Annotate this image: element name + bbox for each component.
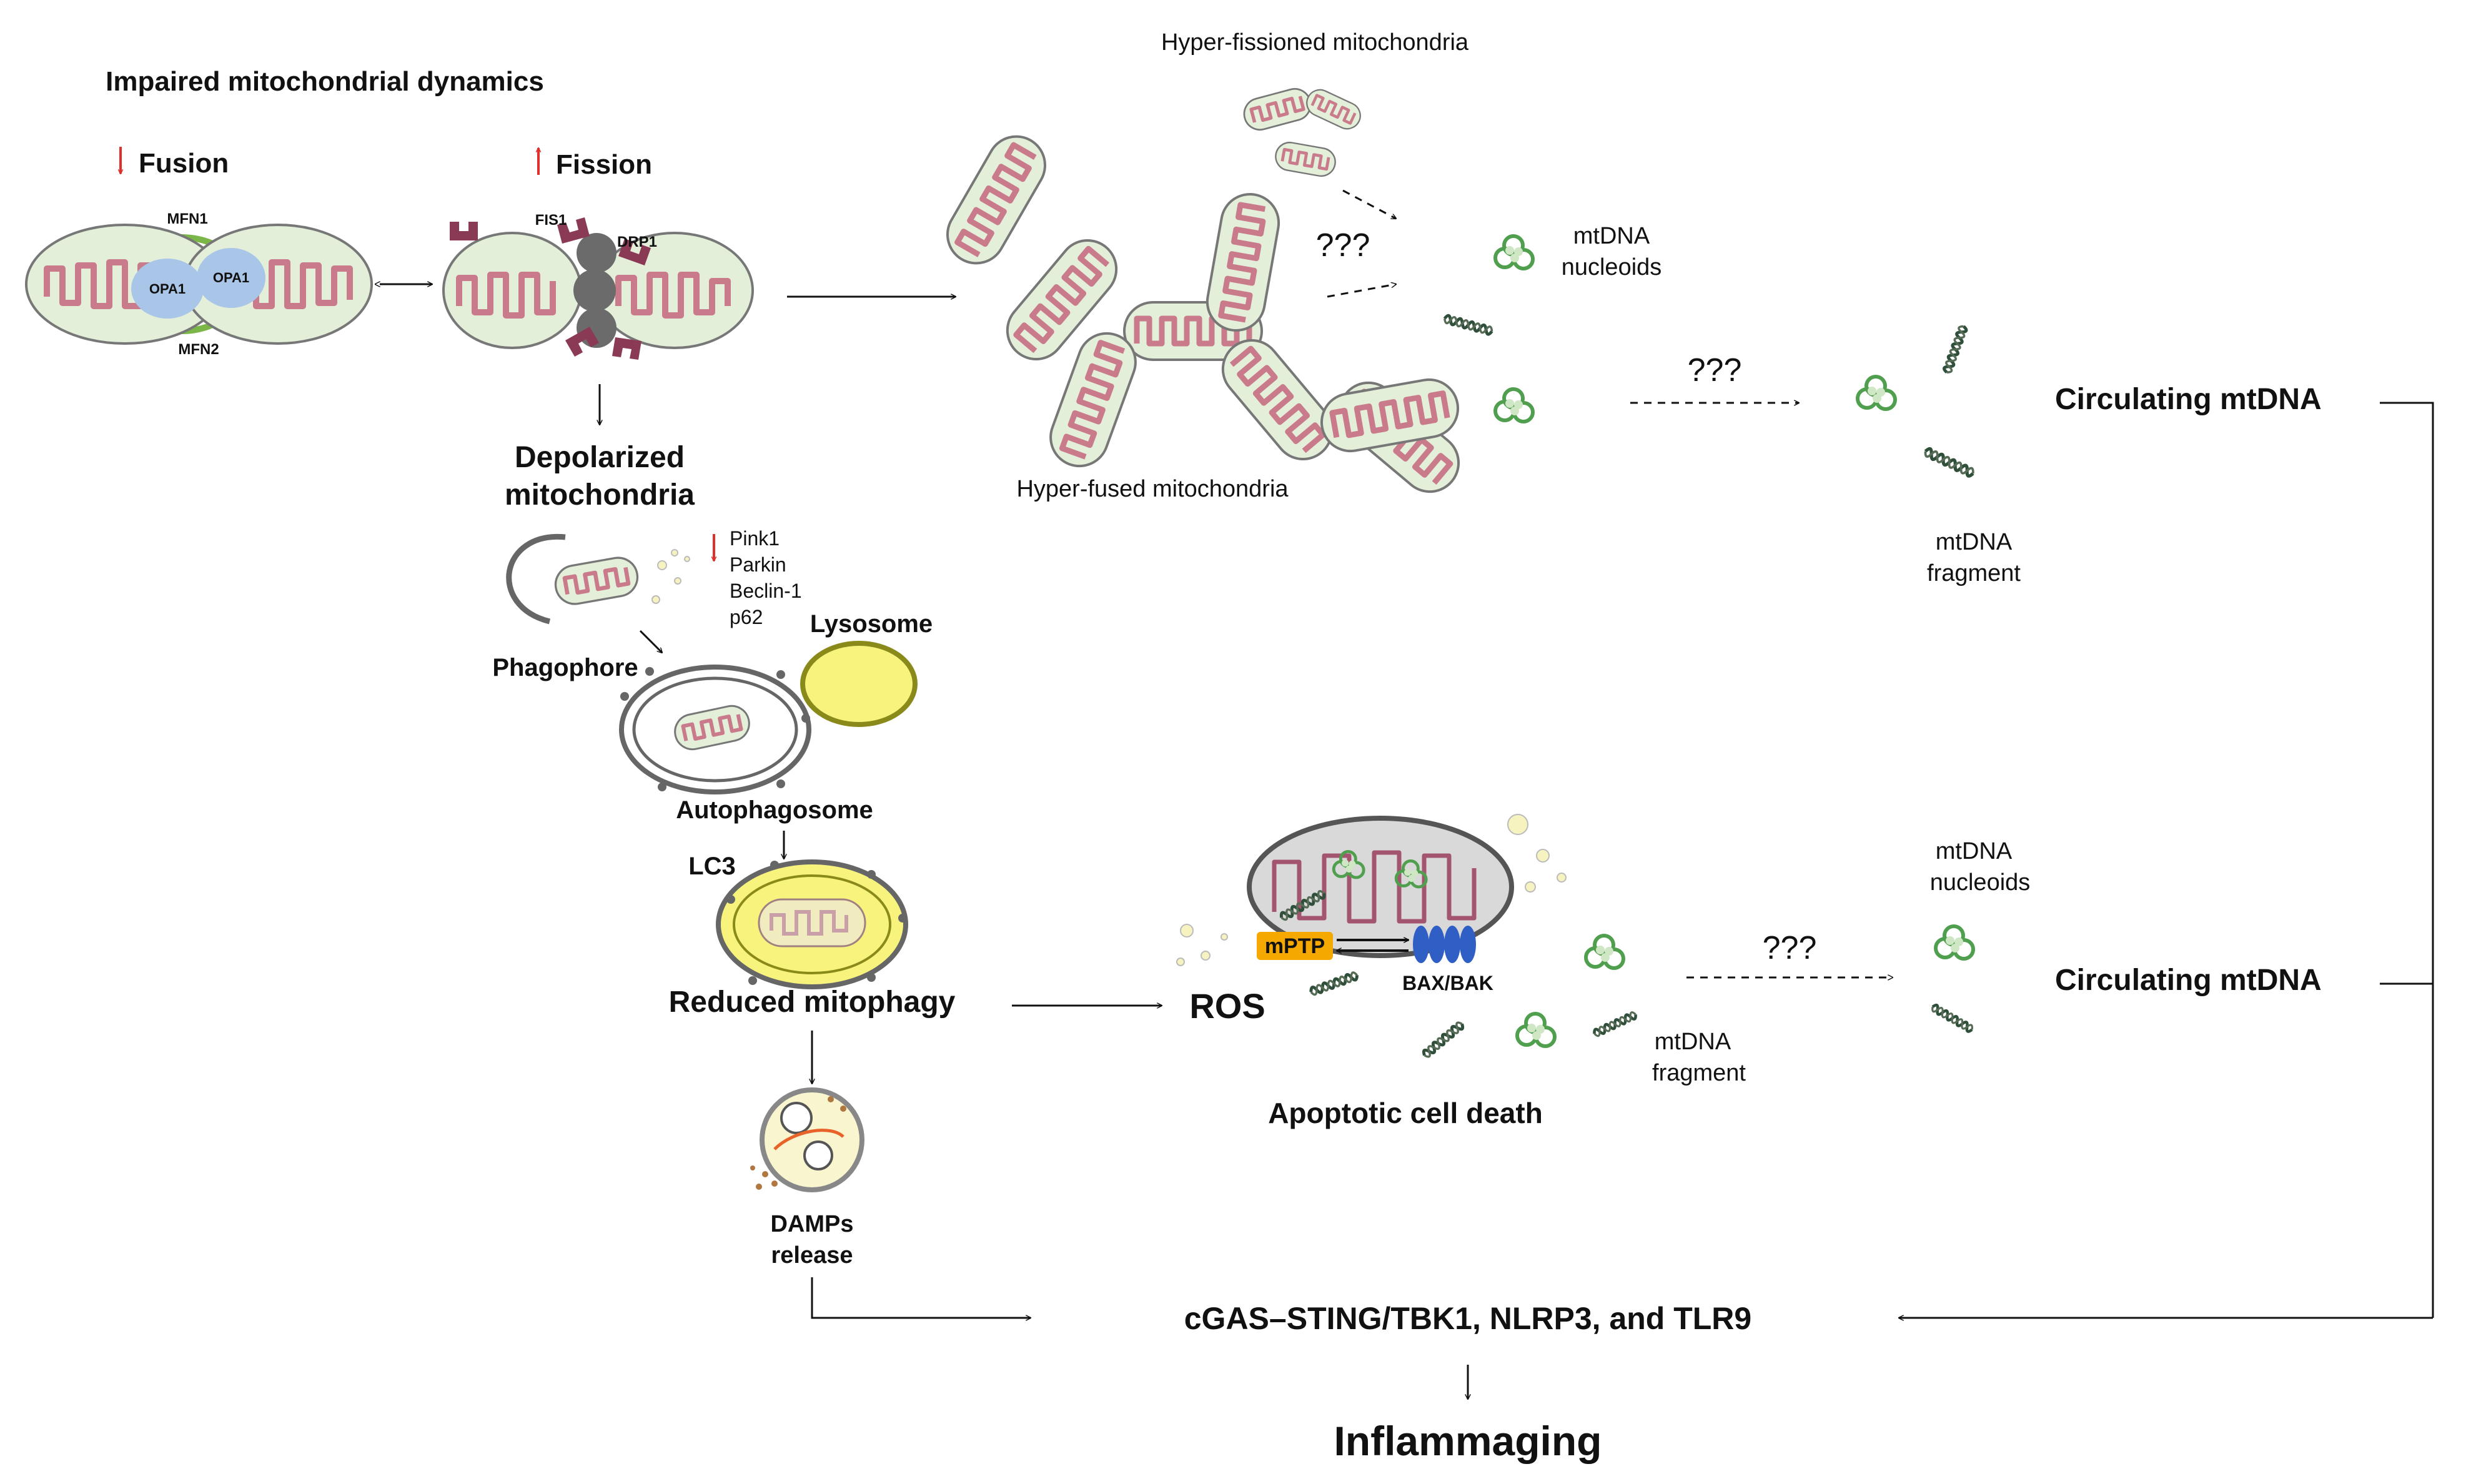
depolarized-label-2: mitochondria bbox=[505, 478, 695, 512]
mtdna-fragment-apoptosis-3 bbox=[1593, 1011, 1637, 1037]
lysosome-label: Lysosome bbox=[810, 610, 933, 638]
fissioning-mitochondrion-illustration bbox=[442, 217, 754, 360]
mtdna-nucleoids-label-2a: mtDNA bbox=[1936, 838, 2013, 864]
hyper-fused-label: Hyper-fused mitochondria bbox=[1016, 476, 1289, 502]
apoptotic-cell-death-label: Apoptotic cell death bbox=[1268, 1097, 1543, 1129]
pink1-label: Pink1 bbox=[730, 527, 780, 550]
inflammaging-label: Inflammaging bbox=[1334, 1418, 1602, 1464]
beclin1-label: Beclin-1 bbox=[730, 580, 802, 602]
mptp-channel bbox=[1257, 932, 1333, 960]
arrow-damps-to-pathways bbox=[811, 1277, 1031, 1318]
fis1-receptor-4 bbox=[565, 327, 599, 357]
phagophore-label: Phagophore bbox=[492, 654, 638, 681]
mtdna-fragment-label-2b: fragment bbox=[1652, 1060, 1746, 1086]
mtdna-nucleoid-1 bbox=[1495, 236, 1533, 269]
hyper-fused-mitochondria-illustration bbox=[937, 126, 1470, 503]
fission-left-half bbox=[442, 232, 582, 349]
lysosome-illustration bbox=[800, 641, 918, 727]
damps-label-1: DAMPs bbox=[770, 1211, 853, 1237]
mtdna-fragment-label-1a: mtDNA bbox=[1936, 529, 2013, 555]
p62-label: p62 bbox=[730, 606, 763, 628]
mtdna-nucleoids-label-1a: mtDNA bbox=[1573, 223, 1650, 249]
hyper-fissioned-label: Hyper-fissioned mitochondria bbox=[1161, 29, 1469, 56]
fusing-mitochondria-illustration bbox=[25, 224, 373, 345]
mtdna-nucleoid-circulating-2 bbox=[1936, 926, 1973, 959]
mtdna-fragment-3 bbox=[1924, 447, 1975, 477]
ros-label: ROS bbox=[1189, 986, 1265, 1026]
opa1-label-left: OPA1 bbox=[149, 281, 186, 297]
bax-bak-pore bbox=[1413, 926, 1476, 963]
depolarized-label-1: Depolarized bbox=[515, 441, 685, 474]
mtdna-fragment-2 bbox=[1943, 325, 1968, 373]
mtdna-nucleoids-label-1b: nucleoids bbox=[1562, 254, 1662, 280]
lc3-label: LC3 bbox=[688, 853, 736, 880]
damps-release-illustration bbox=[750, 1087, 864, 1192]
autolysosome-illustration bbox=[716, 859, 908, 989]
damps-label-2: release bbox=[771, 1242, 853, 1269]
mfn2-label: MFN2 bbox=[178, 341, 219, 358]
unknown-mechanism-label-3: ??? bbox=[1763, 930, 1817, 966]
drp1-label: DRP1 bbox=[617, 234, 657, 250]
autophagosome-illustration bbox=[619, 665, 811, 794]
opa1-protein-left bbox=[131, 259, 204, 319]
bax-bak-label: BAX/BAK bbox=[1402, 972, 1493, 994]
mptp-label: mPTP bbox=[1265, 934, 1325, 958]
phagophore-membrane bbox=[506, 533, 566, 625]
mfn1-label: MFN1 bbox=[167, 210, 207, 227]
reduced-mitophagy-label: Reduced mitophagy bbox=[669, 986, 956, 1019]
mtdna-nucleoid-3 bbox=[1858, 377, 1895, 409]
impaired-dynamics-title: Impaired mitochondrial dynamics bbox=[106, 66, 544, 97]
unknown-mechanism-label-1: ??? bbox=[1316, 227, 1370, 264]
mtdna-nucleoid-apoptosis-2 bbox=[1517, 1014, 1555, 1046]
mtdna-fragment-apoptosis-1 bbox=[1310, 971, 1359, 996]
depolarized-mitochondrion-illustration bbox=[506, 533, 690, 625]
circulating-mtdna-label-1: Circulating mtDNA bbox=[2055, 383, 2322, 416]
drp1-ring-1 bbox=[577, 233, 617, 273]
opa1-protein-right bbox=[197, 248, 265, 308]
mtdna-fragment-circulating-2 bbox=[1931, 1004, 1974, 1033]
mtdna-fragment-label-1b: fragment bbox=[1927, 560, 2021, 586]
mtdna-fragment-label-2a: mtDNA bbox=[1655, 1029, 1731, 1055]
arrow-fissioned-to-nucleoids bbox=[1342, 189, 1396, 220]
drp1-ring-2 bbox=[573, 269, 616, 312]
mtdna-fragment-1 bbox=[1443, 315, 1493, 335]
fusion-label: Fusion bbox=[139, 148, 229, 179]
fis1-receptor-3 bbox=[618, 239, 651, 265]
fis1-receptor-5 bbox=[612, 337, 641, 360]
hyper-fissioned-mitochondria-illustration bbox=[1240, 86, 1364, 179]
mtdna-nucleoid-2 bbox=[1495, 389, 1533, 422]
fission-label: Fission bbox=[556, 149, 652, 180]
apoptotic-mitochondrion-illustration bbox=[1176, 814, 1567, 966]
fis1-label: FIS1 bbox=[535, 212, 567, 229]
opa1-label-right: OPA1 bbox=[213, 270, 249, 285]
parkin-label: Parkin bbox=[730, 553, 786, 576]
mtdna-nucleoids-label-2b: nucleoids bbox=[1930, 869, 2031, 896]
arrow-depolarized-to-autophagosome bbox=[639, 630, 662, 653]
mtdna-nucleoid-apoptosis-1 bbox=[1586, 936, 1623, 968]
arrow-fused-to-nucleoids bbox=[1327, 284, 1396, 298]
circulating-mtdna-label-2: Circulating mtDNA bbox=[2055, 964, 2322, 997]
mtdna-fragment-apoptosis-2 bbox=[1422, 1021, 1464, 1059]
autophagosome-label: Autophagosome bbox=[676, 796, 873, 824]
unknown-mechanism-label-2: ??? bbox=[1688, 352, 1742, 388]
fis1-receptor-2 bbox=[557, 217, 590, 244]
circulating-connector-line bbox=[2380, 402, 2434, 1318]
fis1-receptor-1 bbox=[450, 222, 478, 240]
inflammatory-pathways-label: cGAS–STING/TBK1, NLRP3, and TLR9 bbox=[1184, 1301, 1751, 1336]
